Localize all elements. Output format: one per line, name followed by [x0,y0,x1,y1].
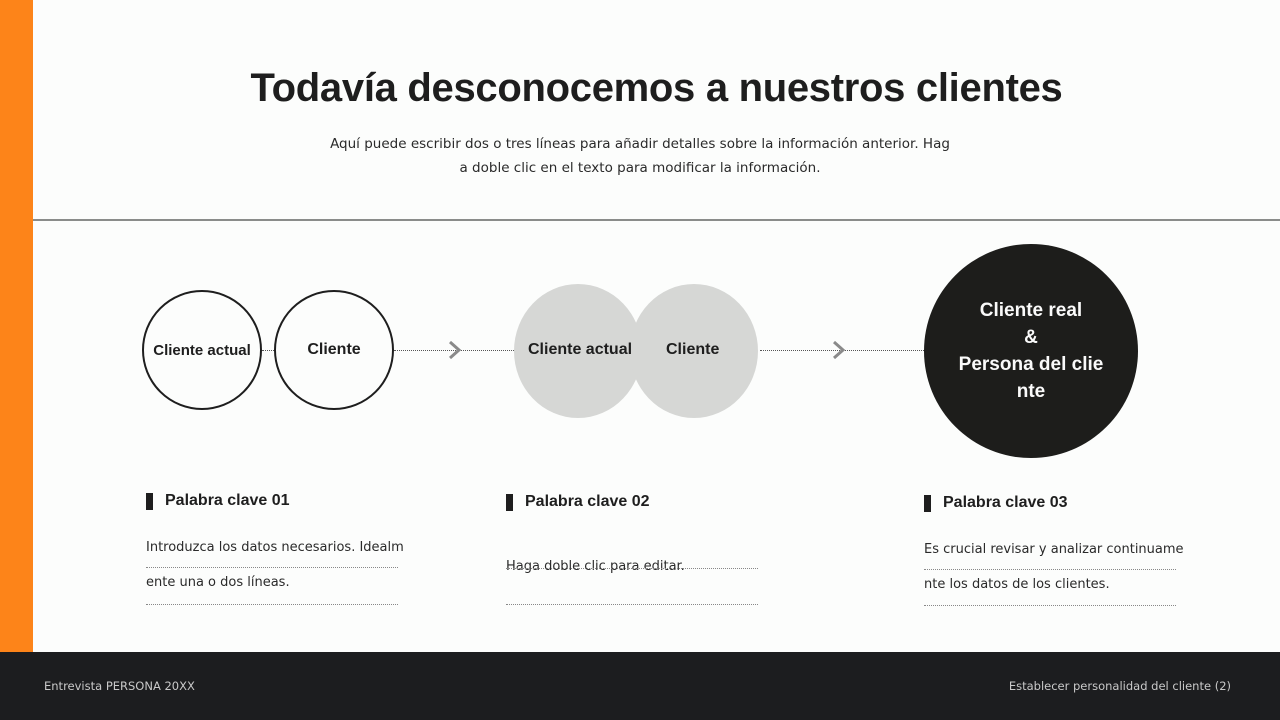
header-divider [33,219,1280,221]
slide-subtitle[interactable]: Aquí puede escribir dos o tres líneas pa… [330,132,950,180]
dotted-rule [146,604,398,605]
circle-current-client-1[interactable]: Cliente actual [142,290,262,410]
circle-label-current-client-2: Cliente actual [528,341,633,358]
keyword-text-line: nte los datos de los clientes. [924,577,1110,592]
connector-line [394,350,516,351]
connector-line [262,350,276,351]
slide-title[interactable]: Todavía desconocemos a nuestros clientes [250,66,1063,110]
keyword-title: Palabra clave 02 [525,493,650,510]
circle-client-2[interactable] [630,284,758,418]
dotted-rule [146,567,398,568]
accent-bar [0,0,33,652]
dotted-rule [924,605,1176,606]
keyword-text-line: Haga doble clic para editar. [506,559,685,574]
persona-line-4: nte [1016,381,1046,402]
subtitle-line-2: a doble clic en el texto para modificar … [459,160,821,176]
bullet-marker [506,493,513,511]
subtitle-line-1: Aquí puede escribir dos o tres líneas pa… [330,136,950,152]
circle-current-client-2[interactable] [514,284,642,418]
persona-line-1: Cliente real [979,300,1083,321]
chevron-right-icon [449,340,462,360]
bullet-marker [924,494,931,512]
persona-line-3: Persona del clie [958,354,1104,375]
keyword-title: Palabra clave 01 [165,492,290,509]
keyword-block-3[interactable]: Palabra clave 03 Es crucial revisar y an… [924,493,1184,613]
keyword-text-line: ente una o dos líneas. [146,575,290,590]
chevron-right-icon [833,340,846,360]
dotted-rule [924,569,1176,570]
footer-bar: Entrevista PERSONA 20XX Establecer perso… [0,652,1280,720]
dotted-rule [506,568,758,569]
keyword-block-1[interactable]: Palabra clave 01 Introduzca los datos ne… [146,491,404,611]
circle-label: Cliente [307,341,361,358]
circle-label-client-2: Cliente [666,341,720,358]
keyword-title: Palabra clave 03 [943,494,1068,511]
circle-client-1[interactable]: Cliente [274,290,394,410]
keyword-text-line: Introduzca los datos necesarios. Idealm [146,540,404,555]
circle-label: Cliente actual [153,341,251,359]
footer-presentation-name[interactable]: Entrevista PERSONA 20XX [44,679,195,693]
keyword-text-line: Es crucial revisar y analizar continuame [924,542,1184,557]
footer-section-title[interactable]: Establecer personalidad del cliente (2) [1008,679,1231,693]
persona-line-2: & [1024,327,1038,348]
circle-real-client-persona[interactable]: Cliente real & Persona del clie nte [924,244,1138,458]
keyword-block-2[interactable]: Palabra clave 02 Haga doble clic para ed… [506,492,758,612]
dotted-rule [506,604,758,605]
bullet-marker [146,492,153,510]
